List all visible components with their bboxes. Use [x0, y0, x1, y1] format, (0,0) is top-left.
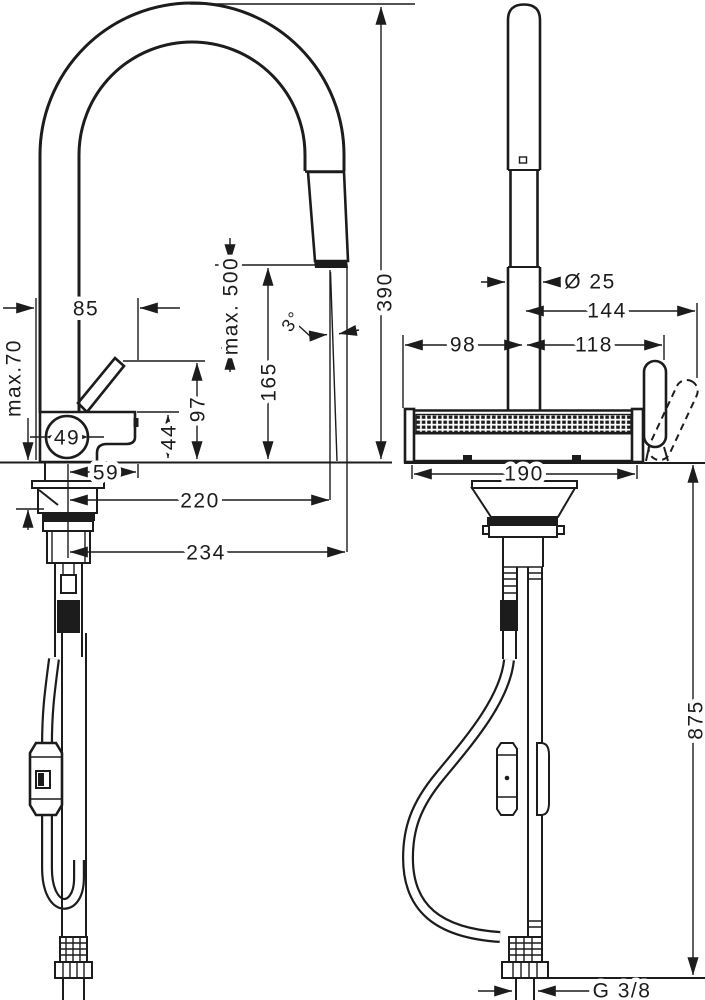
hex-nut: [54, 961, 93, 979]
select-button: [518, 156, 528, 164]
dim-label-165: 165: [258, 362, 281, 402]
dim-label-dia25: Ø 25: [564, 271, 616, 294]
select-handle-rotated: [647, 379, 699, 462]
lever-handle: [76, 356, 126, 414]
dim-label-234: 234: [186, 542, 226, 565]
dim-label-44: 44: [158, 424, 181, 450]
spout-arc-outer: [38, 1, 346, 413]
bar-left-cap: [403, 407, 416, 464]
spray-head: [306, 170, 350, 263]
bar-right-cap: [630, 407, 645, 464]
dim-label-220: 220: [180, 490, 220, 513]
dim-label-98: 98: [450, 334, 476, 357]
dim-label-59: 59: [93, 462, 119, 485]
select-handle: [642, 359, 668, 449]
dim-label-max70: max.70: [3, 339, 26, 417]
dim-label-390: 390: [374, 272, 397, 312]
front-view: [401, 3, 705, 1000]
dim-label-190: 190: [504, 463, 544, 486]
front-hex-nut: [501, 961, 549, 979]
dim-label-144: 144: [587, 300, 627, 323]
spout-arc-inner: [77, 40, 307, 413]
spout-pillar: [506, 3, 542, 170]
side-view: [0, 1, 392, 1000]
dim-label-g38: G 3/8: [593, 980, 652, 1000]
aerator-nub: [133, 418, 139, 427]
dim-label-max500: max. 500: [220, 257, 243, 355]
spray-outlet: [314, 260, 348, 268]
bar-grill: [415, 413, 632, 434]
dim-label-118: 118: [575, 334, 613, 357]
dim-label-85: 85: [73, 298, 99, 321]
dim-label-49: 49: [54, 427, 80, 450]
dim-label-875: 875: [685, 700, 705, 740]
front-mounting-nut: [488, 524, 558, 538]
dim-label-3deg: 3°: [277, 307, 305, 335]
dim-label-97: 97: [187, 396, 210, 422]
dimension-annotations: [3, 3, 699, 997]
